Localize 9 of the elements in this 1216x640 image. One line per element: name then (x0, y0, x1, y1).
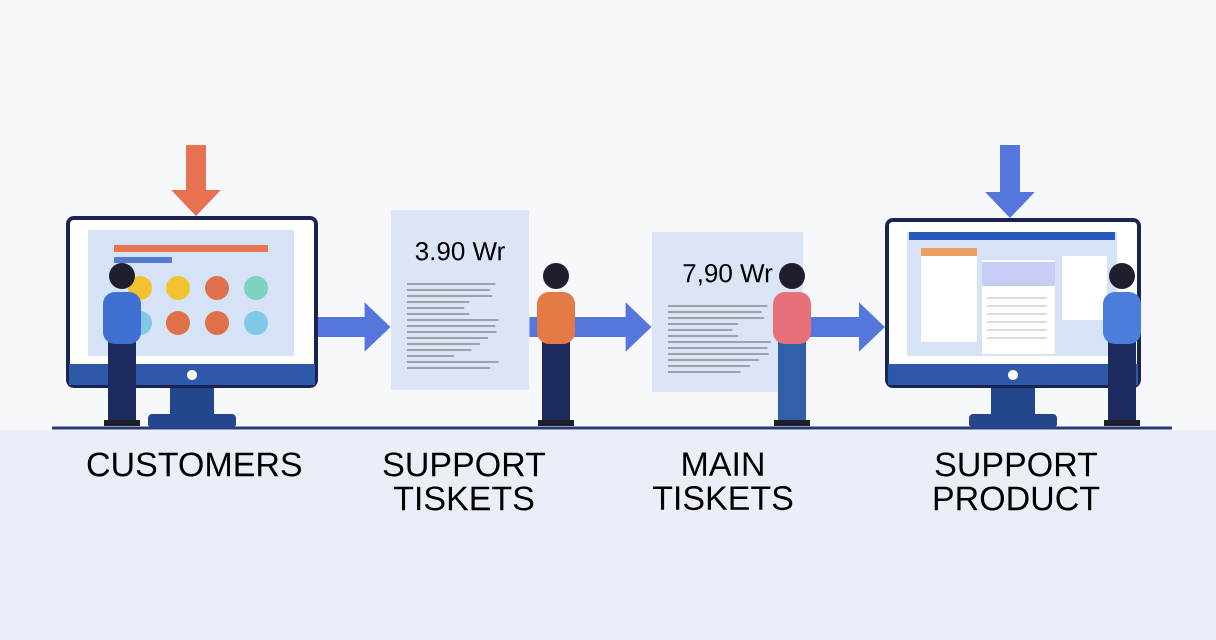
document-title: 7,90 Wr (683, 264, 773, 286)
caption-text: MAIN TISKETS (652, 452, 793, 511)
caption-text: SUPPORT TISKETS (383, 452, 546, 511)
monitor-drawing (885, 218, 1141, 428)
caption-text: SUPPORT PRODUCT (934, 452, 1100, 511)
document-title: 3.90 Wr (415, 242, 505, 261)
caption-text: CUSTOMERS (87, 452, 302, 477)
monitor-drawing (66, 216, 318, 428)
document-page (391, 210, 529, 390)
